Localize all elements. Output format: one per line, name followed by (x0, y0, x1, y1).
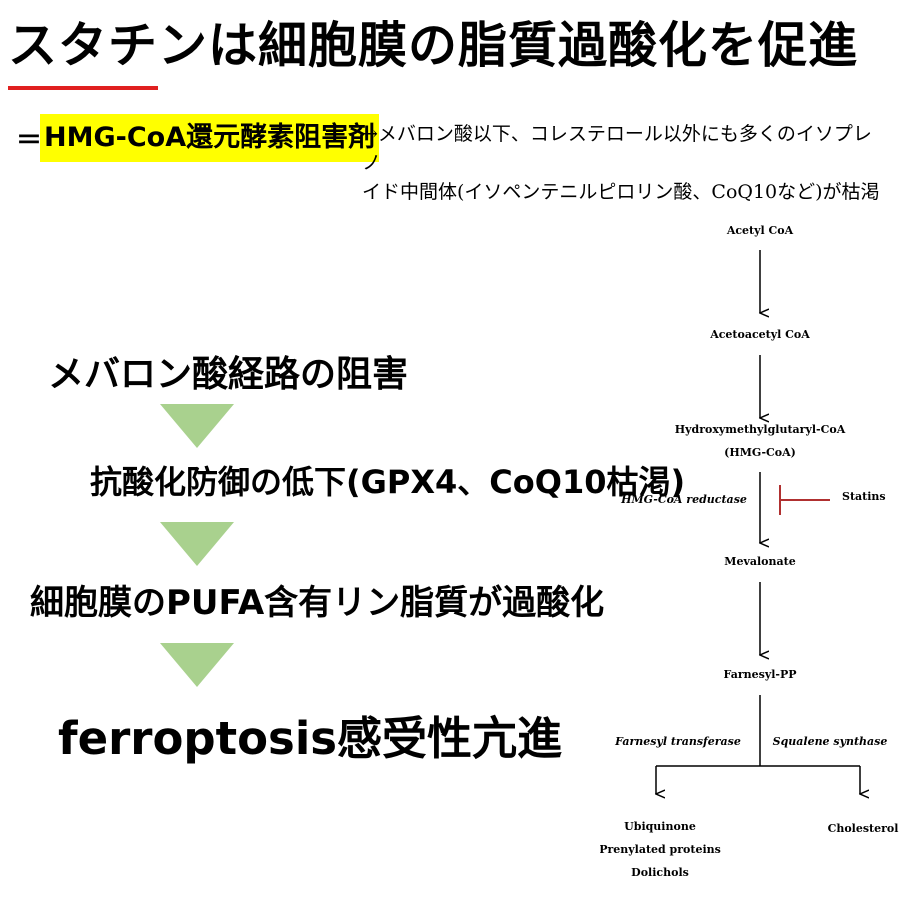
down-triangle-arrow (160, 522, 234, 566)
node-dolichols: Dolichols (631, 866, 689, 879)
equal-mark: ＝ (16, 126, 43, 156)
node-prenylated-proteins: Prenylated proteins (600, 843, 721, 856)
page-title: スタチンは細胞膜の脂質過酸化を促進 (8, 17, 859, 74)
flow-step-lipid-peroxidation: 細胞膜のPUFA含有リン脂質が過酸化 (30, 583, 605, 623)
title-underline (8, 86, 158, 90)
flow-step-antioxidant-decline: 抗酸化防御の低下(GPX4、CoQ10枯渇) (90, 463, 686, 501)
label-squalene-synthase: Squalene synthase (773, 735, 888, 748)
node-cholesterol: Cholesterol (828, 822, 899, 835)
depletion-note: →メバロン酸以下、コレステロール以外にも多くのイソプレノ イド中間体(イソペンテ… (362, 120, 882, 207)
node-mevalonate: Mevalonate (724, 555, 795, 568)
node-acetyl-coa: Acetyl CoA (726, 224, 794, 237)
node-acetoacetyl-coa: Acetoacetyl CoA (709, 328, 810, 341)
hmg-coa-reductase-inhibitor-highlight: HMG-CoA還元酵素阻害剤 (40, 114, 380, 162)
note-line-1: →メバロン酸以下、コレステロール以外にも多くのイソプレノ (362, 123, 872, 174)
flow-step-mevalonate-inhibition: メバロン酸経路の阻害 (48, 354, 409, 395)
down-triangle-arrow (160, 643, 234, 687)
node-ubiquinone: Ubiquinone (624, 820, 696, 833)
flow-step-ferroptosis: ferroptosis感受性亢進 (58, 712, 563, 765)
mevalonate-pathway-diagram: Acetyl CoA Acetoacetyl CoA Hydroxymethyl… (600, 224, 899, 879)
label-hmg-coa-reductase: HMG-CoA reductase (620, 493, 747, 506)
label-statins: Statins (842, 490, 886, 503)
label-farnesyl-transferase: Farnesyl transferase (614, 735, 741, 748)
node-hmg-coa: Hydroxymethylglutaryl-CoA (675, 423, 846, 436)
node-farnesyl-pp: Farnesyl-PP (724, 668, 797, 681)
down-triangle-arrow (160, 404, 234, 448)
node-hmg-coa-abbrev: (HMG-CoA) (724, 446, 796, 459)
note-line-2: イド中間体(イソペンテニルピロリン酸、CoQ10など)が枯渇 (362, 181, 880, 203)
